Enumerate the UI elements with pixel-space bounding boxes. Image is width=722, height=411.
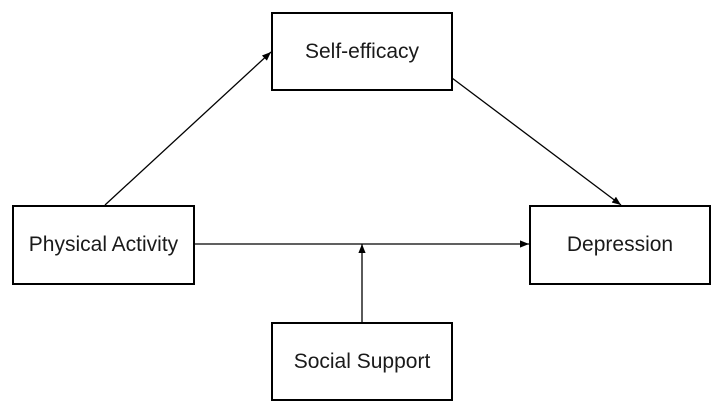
node-self-efficacy: Self-efficacy bbox=[271, 12, 453, 91]
edge-physical-activity-to-self-efficacy bbox=[104, 51, 272, 206]
node-physical-activity: Physical Activity bbox=[12, 205, 195, 285]
node-label-depression: Depression bbox=[566, 233, 674, 256]
node-label-physical-activity: Physical Activity bbox=[28, 233, 179, 256]
edge-self-efficacy-to-depression bbox=[451, 77, 622, 206]
node-label-social-support: Social Support bbox=[293, 349, 431, 373]
node-depression: Depression bbox=[529, 205, 711, 285]
node-social-support: Social Support bbox=[271, 322, 453, 401]
node-label-self-efficacy: Self-efficacy bbox=[305, 39, 419, 63]
